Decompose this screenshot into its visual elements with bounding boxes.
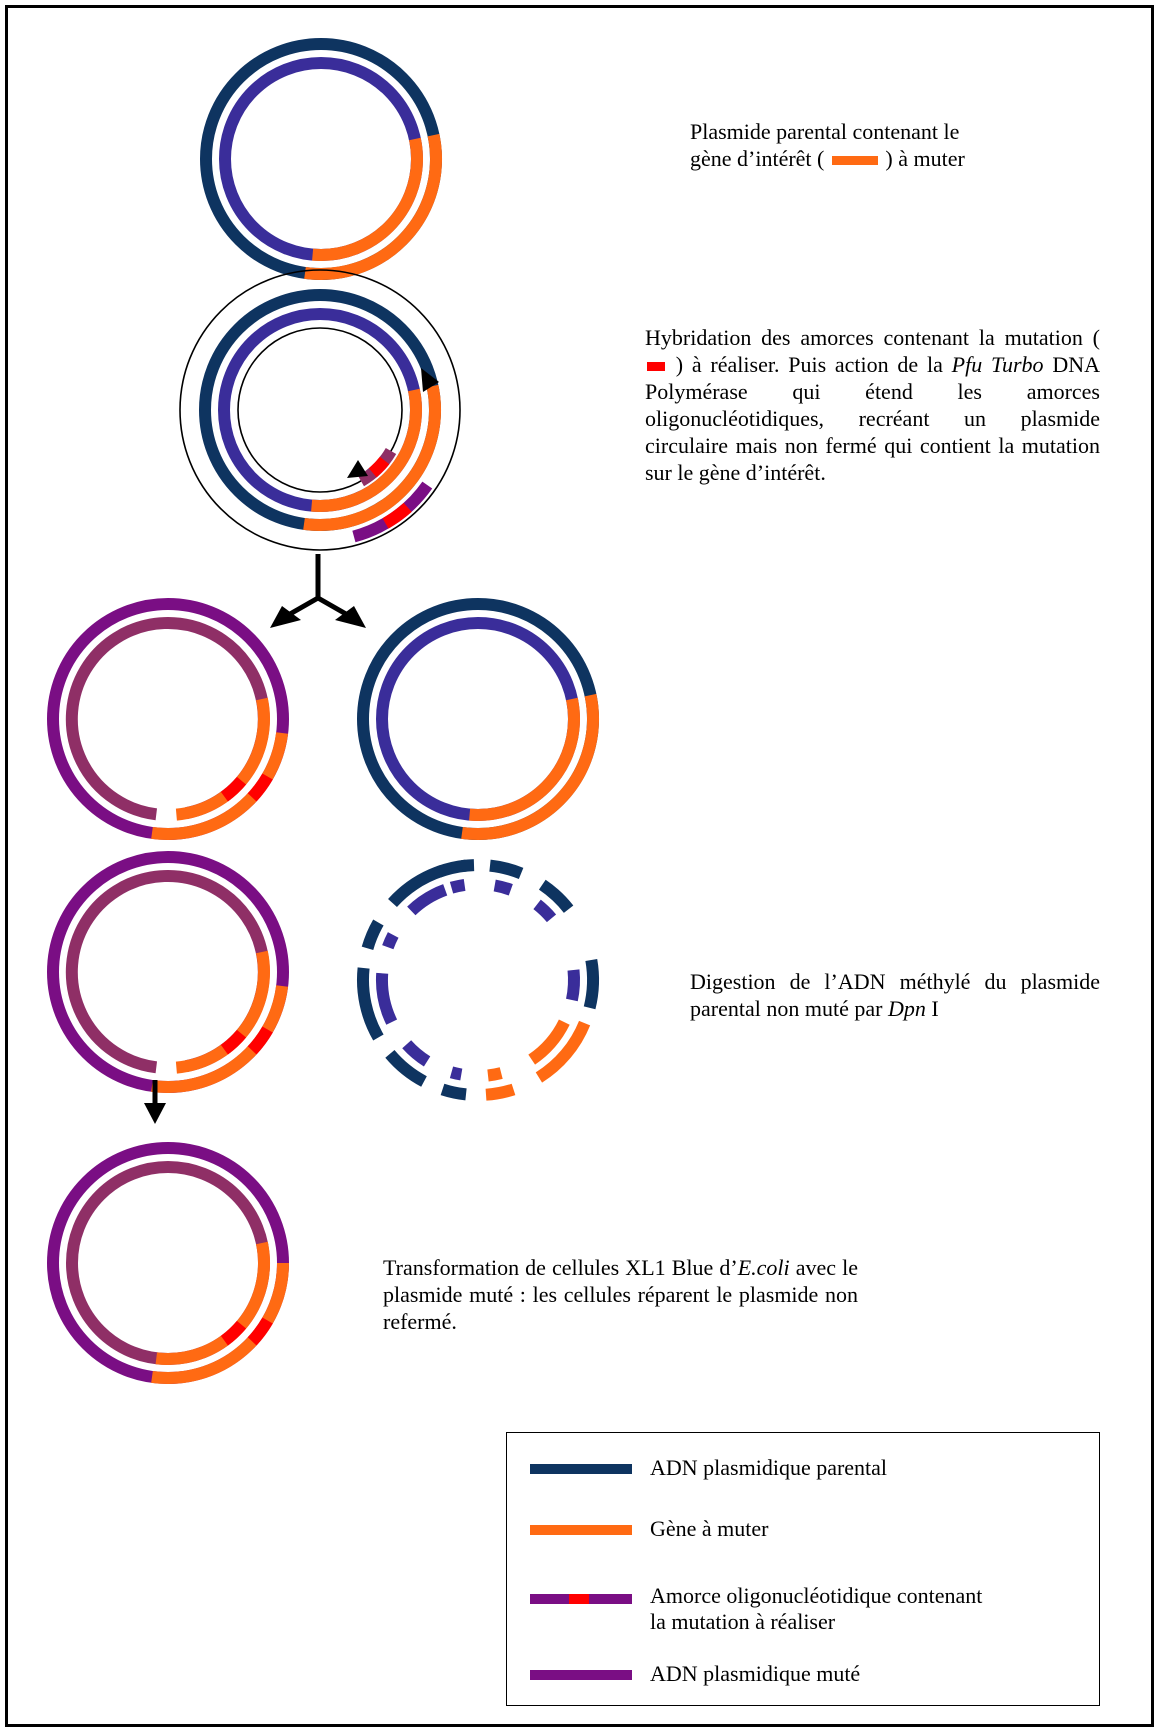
inner-fragment [449,878,466,894]
outer-fragment [535,1020,591,1083]
step3-part1: Digestion de l’ADN méthylé du plasmide p… [690,969,1100,1021]
legend-label-primer-1: Amorce oligonucléotidique contenant [650,1583,983,1608]
inner-fragment [375,972,398,1025]
legend-label-gene: Gène à muter [650,1516,769,1541]
gene-segment-outer [303,384,441,532]
mutation-inner [220,1320,247,1346]
mutated-dna-line-icon [530,1670,632,1680]
mutation-outer [247,1026,273,1055]
legend-label-parental: ADN plasmidique parental [650,1455,888,1480]
outer-fragment [388,864,445,908]
inner-fragment [449,1066,463,1081]
outer-fragment [485,1083,516,1101]
step4-part1: Transformation de cellules XL1 Blue d’ [383,1255,738,1280]
gene-segment-inner [175,697,270,821]
gene-line-icon [530,1525,632,1535]
step1-line2a: gène d’intérêt ( [690,146,825,171]
outer-fragment [461,859,475,873]
primer-line-icon [530,1594,632,1604]
legend-label-primer-2: la mutation à réaliser [650,1609,836,1634]
legend-label-primer: Amorce oligonucléotidique contenant la m… [650,1583,982,1635]
mutation-outer [247,773,273,802]
outer-fragment [357,967,384,1041]
gene-segment-inner [311,388,422,512]
mutation-inner [220,776,247,802]
inner-fragment [487,1067,503,1082]
figure-frame [5,5,1154,1727]
inner-fragment [493,879,513,896]
step2-part3: DNA Polymérase qui étend les amorces oli… [645,352,1101,485]
step4-part2: avec le plasmide muté : les cellules rép… [383,1255,858,1334]
inner-fragment [533,899,557,923]
step1-line1: Plasmide parental contenant le [690,119,960,144]
gene-segment-inner [469,697,580,821]
step2-part2: ) à réaliser. Puis action de la [675,352,943,377]
primer-arrow-icon [421,368,439,392]
outer-primer-mutation [382,502,412,529]
inner-fragment [565,969,580,1002]
inner-primer-mutation [368,456,390,478]
step3-italic: Dpn [887,996,926,1021]
step2-description: Hybridation des amorces contenant la mut… [645,324,1100,486]
gene-segment-inner [312,137,423,261]
repaired-mutated-plasmid [47,1142,289,1385]
mutated-plasmid-open [47,598,289,841]
step2-italic: Pfu Turbo [951,352,1044,377]
outer-fragment [583,958,599,1010]
primer-extension-inner [237,327,403,493]
parental-dna-line-icon [530,1464,632,1474]
primer-arrow-icon [347,460,368,478]
gene-segment-outer [304,133,442,281]
gene-segment-inner [175,950,270,1074]
gene-segment-outer [151,985,289,1094]
inner-fragment [402,1040,431,1067]
inner-fragment [382,932,399,950]
hybridized-plasmid [179,269,461,551]
digested-parental-plasmid [357,859,599,1101]
mutation-swatch-icon [647,362,665,372]
legend-label-mutated: ADN plasmidique muté [650,1661,861,1686]
outer-fragment [440,1083,467,1101]
step3-description: Digestion de l’ADN méthylé du plasmide p… [690,968,1100,1022]
step3-part2: I [931,996,939,1021]
mutated-plasmid-after-digestion [47,851,289,1094]
step1-description: Plasmide parental contenant le gène d’in… [690,118,1050,172]
mutation-outer [247,1317,273,1346]
gene-segment-outer [461,693,599,841]
gene-swatch-icon [831,156,878,166]
step1-line2b: ) à muter [885,146,965,171]
outer-fragment [538,879,574,914]
gene-segment-outer [151,732,289,841]
down-arrow-icon [144,1080,166,1124]
split-arrow-icon [270,554,366,628]
gene-segment-outer [151,1262,289,1385]
parental-plasmid [200,38,442,281]
outer-fragment [361,919,384,951]
parental-plasmid-copy [357,598,599,841]
inner-fragment [407,884,448,916]
primer-extension-outer [179,269,461,551]
inner-fragment [528,1019,570,1065]
step4-italic: E.coli [737,1255,790,1280]
legend: ADN plasmidique parental Gène à muter Am… [506,1432,1100,1706]
step2-part1: Hybridation des amorces contenant la mut… [645,325,1100,350]
step4-description: Transformation de cellules XL1 Blue d’E.… [383,1254,858,1335]
outer-fragment [436,859,467,878]
outer-fragment [385,1049,427,1087]
mutation-inner [220,1029,247,1055]
outer-fragment [489,859,524,880]
